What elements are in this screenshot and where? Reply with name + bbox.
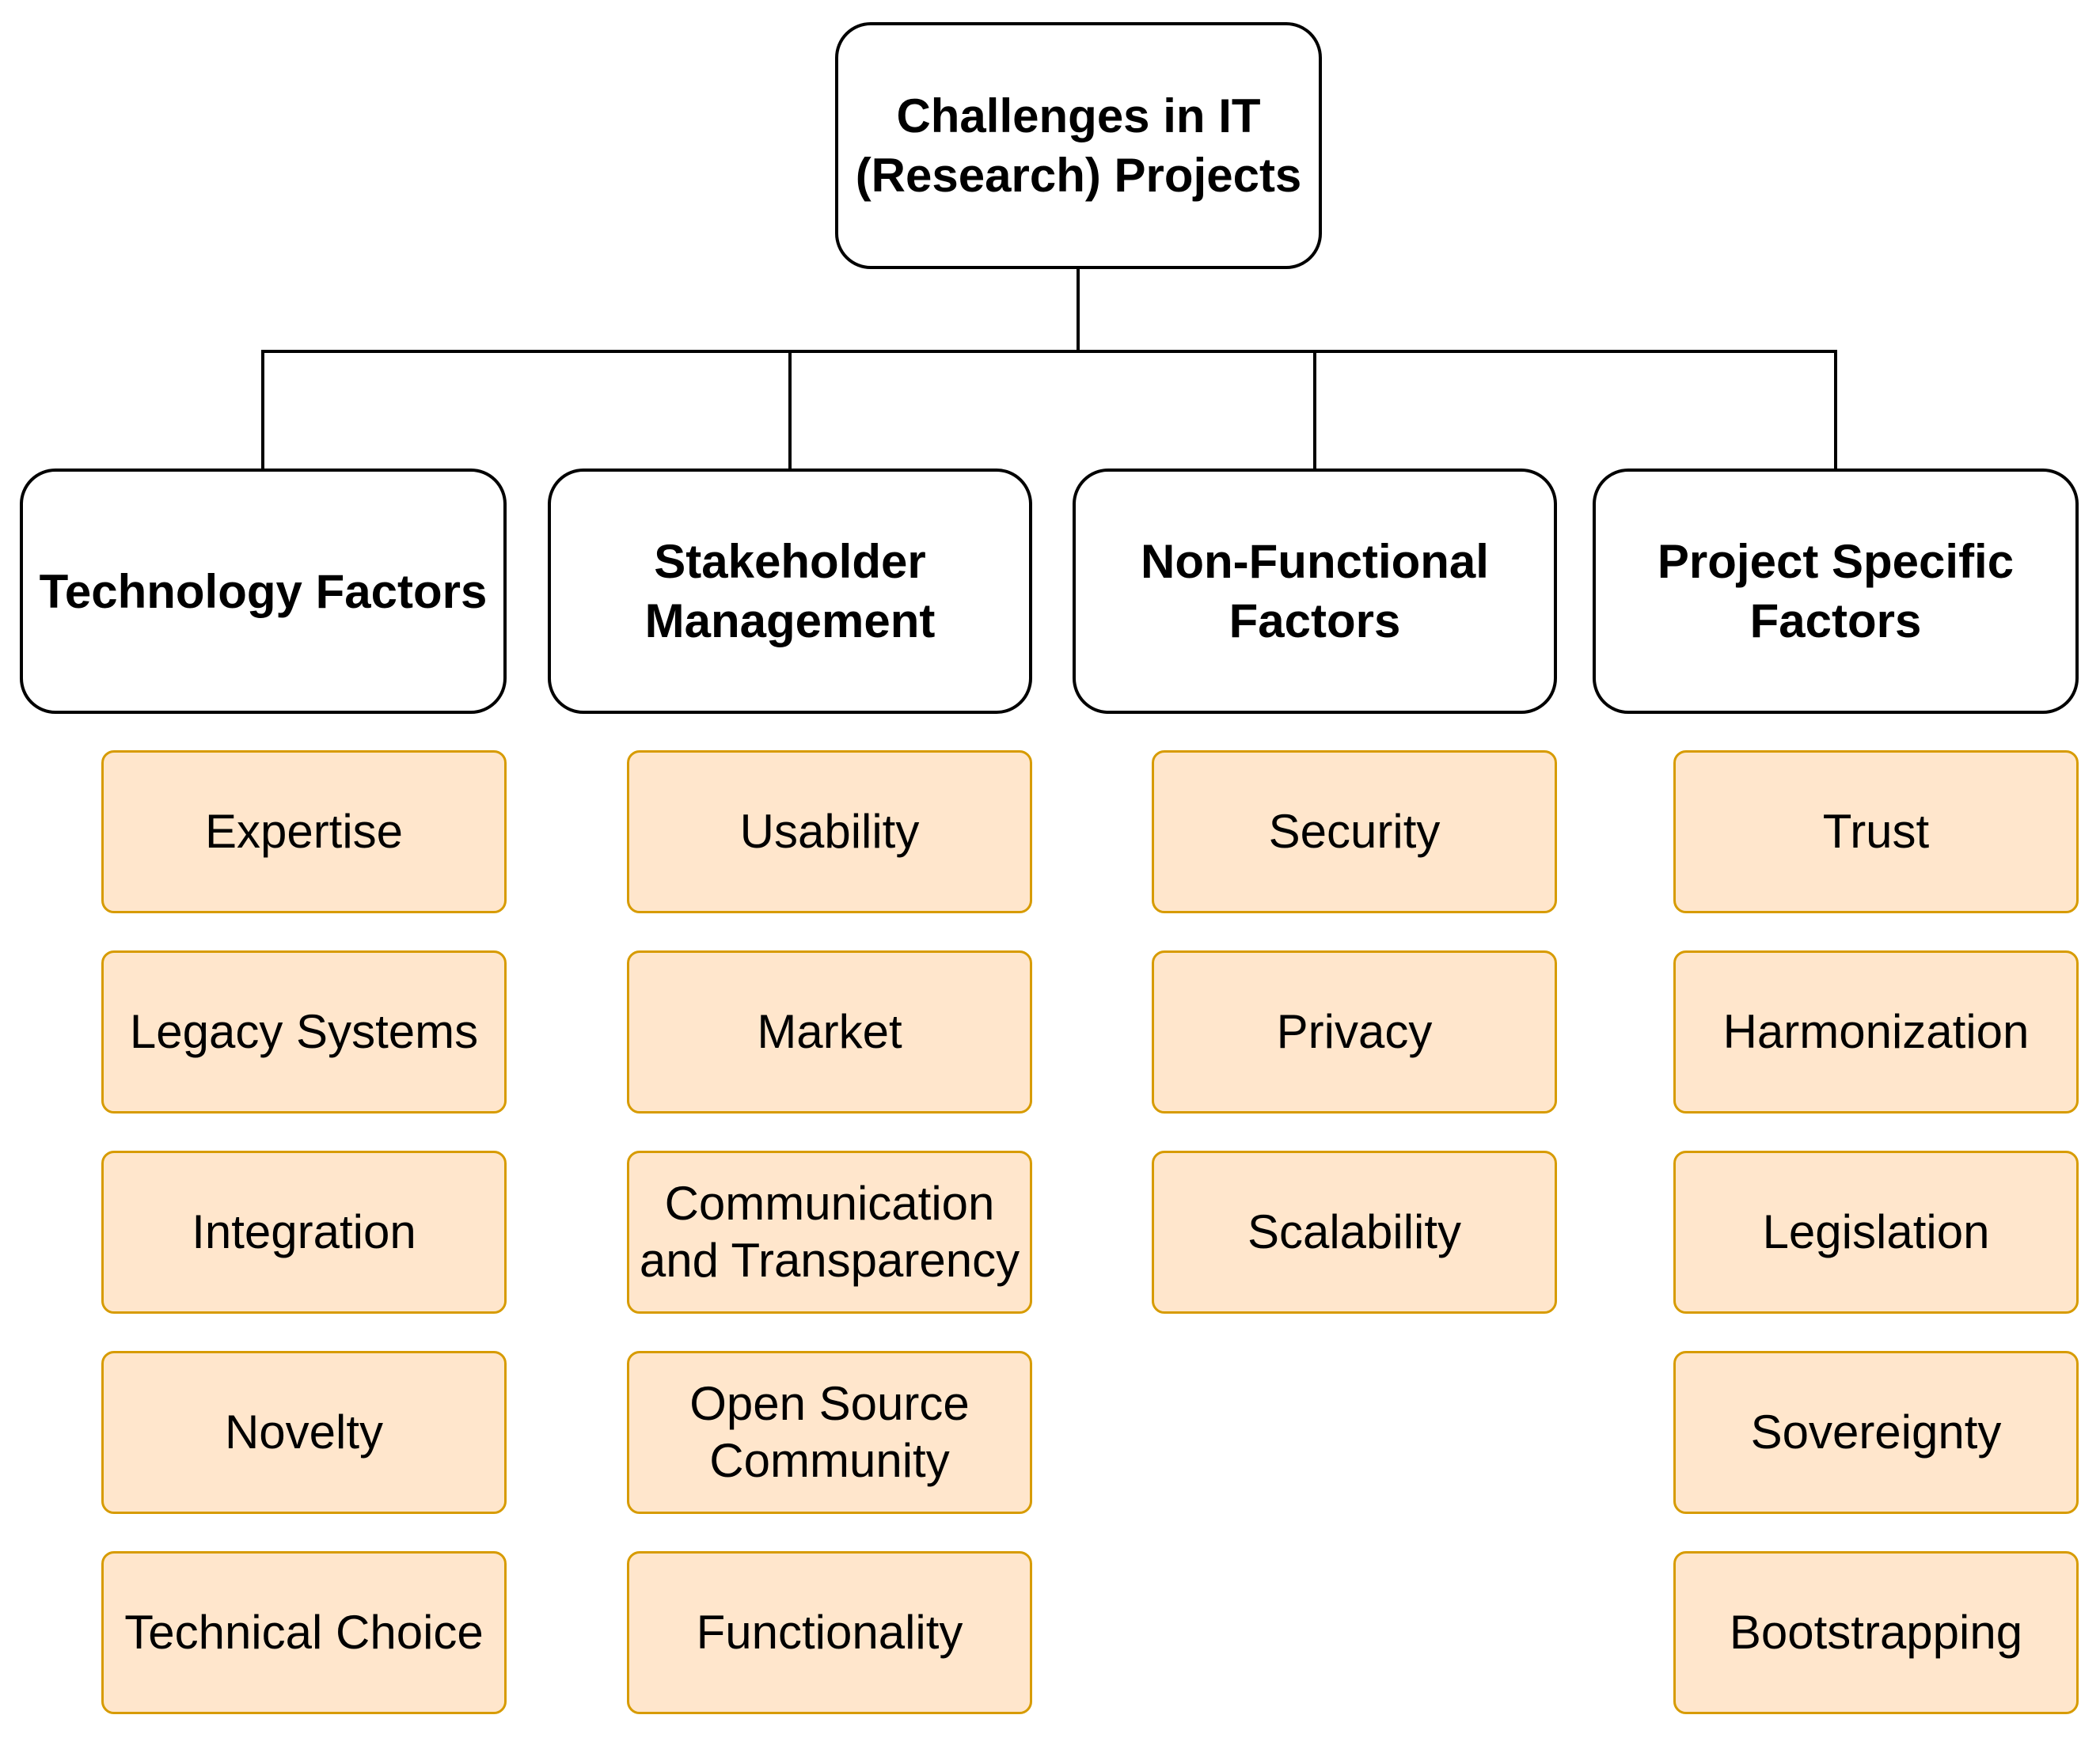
node-market: Market xyxy=(627,950,1032,1114)
node-legislation: Legislation xyxy=(1673,1151,2079,1314)
category-non-functional-factors: Non-Functional Factors xyxy=(1073,469,1557,714)
node-sovereignty: Sovereignty xyxy=(1673,1351,2079,1514)
category-technology-factors: Technology Factors xyxy=(20,469,507,714)
node-usability: Usability xyxy=(627,750,1032,913)
node-functionality: Functionality xyxy=(627,1551,1032,1714)
node-privacy: Privacy xyxy=(1152,950,1557,1114)
root-node-challenges: Challenges in IT (Research) Projects xyxy=(835,22,1322,269)
node-bootstrapping: Bootstrapping xyxy=(1673,1551,2079,1714)
node-novelty: Novelty xyxy=(101,1351,507,1514)
category-stakeholder-management: Stakeholder Management xyxy=(548,469,1032,714)
node-integration: Integration xyxy=(101,1151,507,1314)
node-expertise: Expertise xyxy=(101,750,507,913)
node-open-source-community: Open Source Community xyxy=(627,1351,1032,1514)
node-security: Security xyxy=(1152,750,1557,913)
node-communication-and-transparency: Communication and Transparency xyxy=(627,1151,1032,1314)
node-technical-choice: Technical Choice xyxy=(101,1551,507,1714)
node-legacy-systems: Legacy Systems xyxy=(101,950,507,1114)
node-trust: Trust xyxy=(1673,750,2079,913)
category-project-specific-factors: Project Specific Factors xyxy=(1593,469,2079,714)
node-scalability: Scalability xyxy=(1152,1151,1557,1314)
node-harmonization: Harmonization xyxy=(1673,950,2079,1114)
